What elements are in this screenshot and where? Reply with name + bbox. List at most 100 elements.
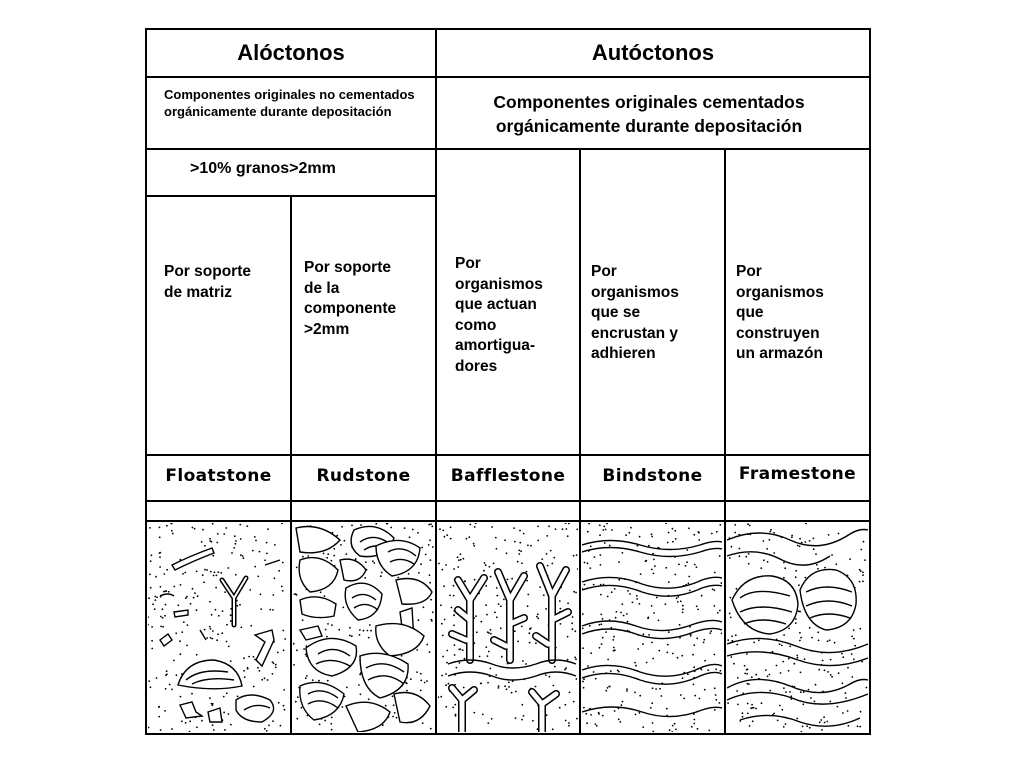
matrix-dot	[636, 544, 639, 547]
matrix-dot	[585, 712, 588, 715]
matrix-dot	[395, 716, 398, 719]
matrix-dot	[599, 564, 602, 566]
matrix-dot	[564, 719, 567, 722]
matrix-dot	[649, 706, 652, 709]
matrix-dot	[713, 653, 716, 656]
matrix-dot	[728, 612, 731, 615]
matrix-dot	[159, 729, 162, 731]
matrix-dot	[638, 535, 641, 538]
matrix-dot	[687, 582, 690, 585]
matrix-dot	[379, 575, 382, 578]
matrix-dot	[209, 627, 212, 630]
matrix-dot	[612, 646, 615, 649]
matrix-dot	[243, 669, 246, 672]
col-desc-line: amortigua-	[455, 337, 536, 354]
matrix-dot	[349, 634, 351, 637]
matrix-dot	[155, 575, 157, 578]
matrix-dot	[807, 688, 810, 691]
matrix-dot	[862, 540, 865, 543]
matrix-dot	[766, 548, 769, 550]
matrix-dot	[568, 523, 570, 524]
matrix-dot	[171, 728, 173, 730]
matrix-dot	[225, 640, 228, 643]
matrix-dot	[602, 529, 605, 531]
matrix-dot	[544, 674, 547, 676]
matrix-dot	[475, 615, 477, 617]
matrix-dot	[817, 631, 820, 634]
desc-autoctonos-line1: Componentes originales cementados	[493, 92, 805, 112]
matrix-dot	[719, 524, 722, 526]
matrix-dot	[258, 550, 261, 553]
matrix-dot	[528, 641, 531, 644]
matrix-dot	[665, 566, 668, 569]
matrix-dot	[539, 586, 541, 588]
matrix-dot	[576, 528, 578, 531]
matrix-dot	[428, 574, 431, 576]
matrix-dot	[778, 704, 781, 707]
matrix-dot	[212, 554, 215, 557]
matrix-dot	[417, 532, 419, 534]
matrix-dot	[227, 567, 230, 569]
matrix-dot	[445, 684, 447, 687]
matrix-dot	[513, 540, 516, 543]
matrix-dot	[836, 705, 839, 708]
matrix-dot	[206, 569, 209, 571]
matrix-dot	[208, 625, 211, 628]
matrix-dot	[769, 689, 772, 692]
matrix-dot	[549, 549, 552, 552]
matrix-dot	[626, 688, 628, 691]
matrix-dot	[189, 720, 192, 723]
matrix-dot	[564, 703, 567, 706]
matrix-dot	[693, 563, 696, 566]
matrix-dot	[170, 529, 173, 532]
matrix-dot	[487, 722, 490, 724]
matrix-dot	[773, 712, 776, 715]
matrix-dot	[443, 618, 446, 621]
matrix-dot	[443, 585, 445, 588]
matrix-dot	[676, 656, 679, 659]
matrix-dot	[575, 554, 578, 556]
matrix-dot	[755, 673, 758, 676]
matrix-dot	[462, 686, 465, 689]
matrix-dot	[148, 616, 149, 619]
matrix-dot	[545, 714, 548, 717]
matrix-dot	[181, 720, 183, 723]
matrix-dot	[158, 715, 161, 718]
matrix-dot	[242, 557, 245, 560]
matrix-dot	[800, 541, 803, 544]
matrix-dot	[508, 686, 510, 688]
matrix-dot	[583, 706, 585, 709]
matrix-dot	[657, 619, 660, 622]
matrix-dot	[421, 546, 423, 549]
matrix-dot	[392, 704, 395, 707]
matrix-dot	[519, 541, 522, 544]
matrix-dot	[743, 664, 746, 667]
matrix-dot	[532, 719, 534, 722]
matrix-dot	[265, 730, 268, 732]
matrix-dot	[251, 549, 254, 552]
matrix-dot	[327, 623, 329, 625]
matrix-dot	[239, 603, 241, 606]
col-desc-line: encrustan y	[591, 324, 679, 342]
matrix-dot	[679, 694, 682, 696]
matrix-dot	[750, 676, 753, 679]
matrix-dot	[789, 645, 792, 648]
matrix-dot	[603, 542, 606, 544]
matrix-dot	[541, 558, 544, 560]
matrix-dot	[681, 677, 684, 680]
matrix-dot	[257, 575, 260, 578]
matrix-dot	[775, 664, 778, 667]
matrix-dot	[442, 655, 444, 658]
matrix-dot	[851, 635, 853, 638]
matrix-dot	[791, 534, 793, 537]
matrix-dot	[517, 640, 519, 643]
matrix-dot	[572, 700, 575, 703]
matrix-dot	[226, 623, 228, 626]
matrix-dot	[826, 720, 829, 723]
matrix-dot	[573, 590, 575, 593]
matrix-dot	[365, 561, 367, 563]
matrix-dot	[191, 587, 194, 590]
matrix-dot	[739, 720, 742, 722]
matrix-dot	[159, 585, 162, 588]
matrix-dot	[746, 702, 749, 705]
